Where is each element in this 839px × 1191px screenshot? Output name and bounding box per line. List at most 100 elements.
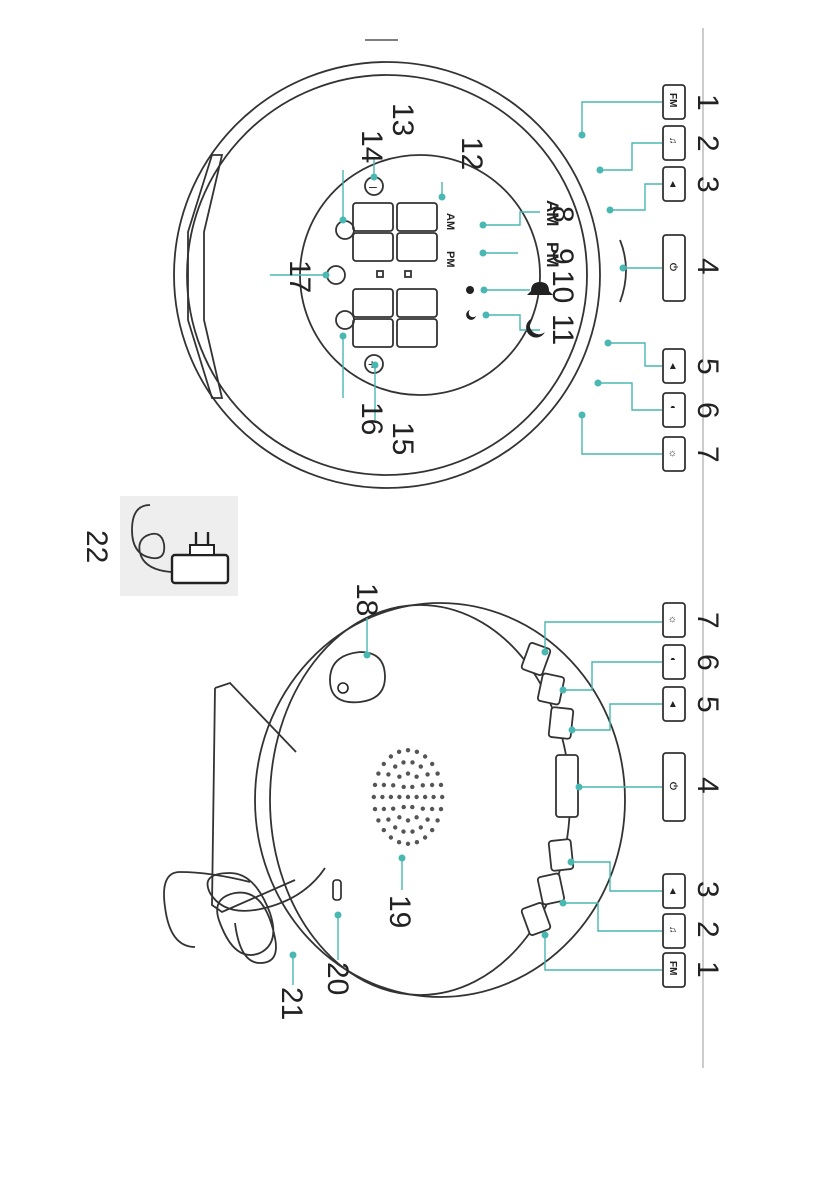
b-leader-7-dot: [542, 649, 549, 656]
grille-hole: [410, 829, 414, 833]
callout-17: 17: [283, 260, 316, 293]
leader-10-dot: [481, 287, 488, 294]
grille-hole: [397, 795, 401, 799]
grille-hole: [389, 754, 393, 758]
grille-hole: [386, 772, 390, 776]
grille-hole: [430, 762, 434, 766]
side-key-2[interactable]: [537, 873, 564, 905]
b-leader-5-dot: [569, 727, 576, 734]
callout-2: 2: [691, 135, 724, 152]
grille-hole: [389, 795, 393, 799]
grille-hole: [372, 795, 376, 799]
b-leader-21-dot: [290, 952, 297, 959]
callout-10: 10: [546, 270, 579, 303]
volume-icon-b: ◄: [667, 886, 678, 896]
leader-16-dot: [340, 333, 347, 340]
grille-hole: [391, 807, 395, 811]
leader-17-dot: [323, 272, 330, 279]
b-callout-5: 5: [691, 696, 724, 713]
grille-hole: [421, 783, 425, 787]
center-button[interactable]: [327, 266, 345, 284]
leader-2-dot: [597, 167, 604, 174]
b-leader-2: [565, 903, 662, 931]
grille-hole: [386, 817, 390, 821]
face-buttons: – +: [327, 177, 383, 373]
grille-hole: [440, 795, 444, 799]
side-key-1[interactable]: [521, 902, 551, 936]
b-leader-1-dot: [542, 932, 549, 939]
digit-box-8: [353, 319, 393, 347]
leader-5: [610, 343, 662, 366]
navigation-icon: ◄: [667, 361, 678, 371]
grille-hole: [415, 840, 419, 844]
power-icon: ⏻: [667, 263, 679, 271]
grille-hole: [406, 771, 410, 775]
minus-icon: –: [369, 178, 377, 194]
pm-small: PM: [444, 251, 456, 268]
lcd-display: AM PM: [353, 203, 456, 347]
grille-hole: [406, 795, 410, 799]
side-key-3[interactable]: [548, 839, 573, 871]
grille-hole: [430, 783, 434, 787]
grille-hole: [419, 764, 423, 768]
leader-3-dot: [607, 207, 614, 214]
callout-16: 16: [355, 402, 388, 435]
leader-3: [612, 184, 662, 210]
fm-key-icon: FM: [667, 93, 678, 107]
callout-14: 14: [355, 130, 388, 163]
adapter-plug-body: [172, 555, 228, 583]
front-callouts: 1 2 3 4 5 6 7 8 9 10 11 12 13 14 15 16 1…: [283, 94, 724, 463]
callout-13: 13: [386, 103, 419, 136]
callout-22: 22: [80, 530, 113, 563]
colon-dot-2: [377, 271, 383, 277]
grille-hole: [431, 795, 435, 799]
leader-6: [600, 383, 662, 410]
digit-box-5: [353, 203, 393, 231]
b-callout-6: 6: [691, 654, 724, 671]
leader-8: [485, 212, 540, 225]
b-callout-2: 2: [691, 921, 724, 938]
grille-hole: [382, 828, 386, 832]
speaker-grille-icon: [372, 748, 445, 846]
grille-hole: [389, 835, 393, 839]
digit-box-3: [397, 289, 437, 317]
b-callout-4: 4: [691, 777, 724, 794]
leader-7: [582, 417, 662, 454]
b-callout-3: 3: [691, 881, 724, 898]
grille-hole: [410, 785, 414, 789]
grille-hole: [373, 807, 377, 811]
callout-15: 15: [386, 422, 419, 455]
side-key-4[interactable]: [556, 755, 578, 817]
leader-1-dot: [579, 132, 586, 139]
grille-hole: [391, 783, 395, 787]
leader-6-dot: [595, 380, 602, 387]
grille-hole: [410, 805, 414, 809]
half-moon-icon-b: ◐: [667, 657, 678, 663]
side-key-5[interactable]: [548, 707, 573, 739]
grille-hole: [430, 807, 434, 811]
digit-box-2: [397, 233, 437, 261]
alarm2-button[interactable]: [336, 311, 354, 329]
grille-hole: [414, 815, 418, 819]
b-callout-1: 1: [691, 961, 724, 978]
grille-hole: [382, 807, 386, 811]
grille-hole: [393, 825, 397, 829]
music-note-icon: ♫: [667, 137, 678, 145]
alarm1-button[interactable]: [336, 221, 354, 239]
grille-hole: [421, 807, 425, 811]
b-leader-19-dot: [399, 855, 406, 862]
leader-8-dot: [480, 222, 487, 229]
b-leader-2-dot: [560, 900, 567, 907]
grille-hole: [382, 783, 386, 787]
side-key-7[interactable]: [521, 642, 551, 676]
grille-hole: [423, 754, 427, 758]
grille-hole: [376, 771, 380, 775]
digit-box-4: [397, 319, 437, 347]
hang-hole: [330, 652, 385, 702]
b-leader-7: [545, 622, 662, 650]
grille-hole: [397, 775, 401, 779]
grille-hole: [425, 772, 429, 776]
sleep-moon-big-icon: [526, 318, 545, 338]
adapter-prong-top: [190, 545, 214, 555]
power-icon-b: ⏻: [667, 782, 679, 790]
